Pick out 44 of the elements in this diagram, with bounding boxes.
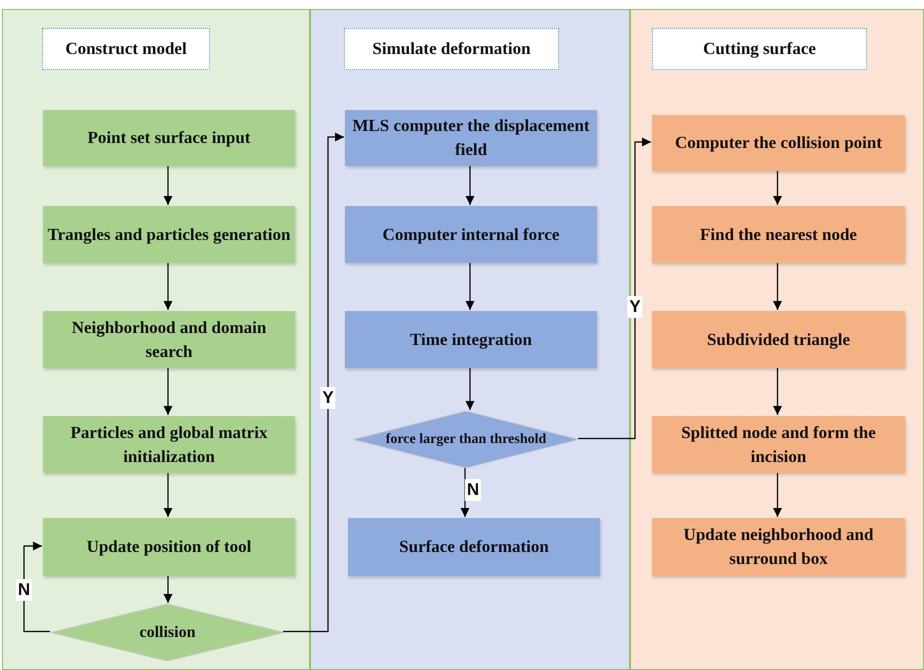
edge-label: N [16, 579, 32, 601]
arrow [460, 467, 470, 517]
decision-label: collision [139, 624, 196, 642]
edge-label: Y [627, 296, 643, 318]
process-box: Surface deformation [348, 518, 600, 576]
arrow [164, 165, 172, 205]
lane-heading: Cutting surface [652, 28, 867, 70]
arrow [466, 165, 474, 205]
swimlane [630, 9, 924, 670]
decision-label: force larger than threshold [386, 432, 546, 448]
arrow [466, 367, 474, 410]
swimlane [310, 9, 630, 670]
process-box: Time integration [345, 311, 597, 368]
process-box: Neighborhood and domain search [43, 311, 295, 368]
process-box: Computer the collision point [652, 115, 905, 171]
arrow [773, 170, 782, 205]
process-box: Update position of tool [43, 518, 295, 576]
process-box: Point set surface input [43, 110, 295, 166]
lane-heading: Construct model [42, 28, 210, 70]
decision-diamond [51, 604, 284, 661]
process-box: MLS computer the displacement field [345, 110, 597, 166]
arrow [164, 367, 172, 415]
arrow [164, 472, 172, 517]
arrow [164, 575, 172, 603]
arrow [773, 472, 782, 517]
swimlane [2, 9, 310, 670]
arrow [773, 262, 782, 310]
process-box: Trangles and particles generation [43, 206, 295, 263]
process-box: Find the nearest node [652, 206, 905, 263]
process-box: Subdivided triangle [652, 311, 905, 368]
arrow [466, 262, 474, 310]
arrow [23, 542, 50, 632]
process-box: Splitted node and form the incision [652, 416, 905, 473]
edge-label: N [464, 479, 482, 501]
edge-label: Y [320, 387, 336, 409]
decision-diamond [353, 411, 579, 468]
arrow [578, 138, 651, 440]
arrow [283, 132, 344, 632]
process-box: Computer internal force [345, 206, 597, 263]
arrow [773, 367, 782, 415]
process-box: Particles and global matrix initialization [43, 416, 295, 473]
lane-heading: Simulate deformation [344, 28, 559, 70]
process-box: Update neighborhood and surround box [652, 518, 905, 576]
arrow [164, 262, 172, 310]
